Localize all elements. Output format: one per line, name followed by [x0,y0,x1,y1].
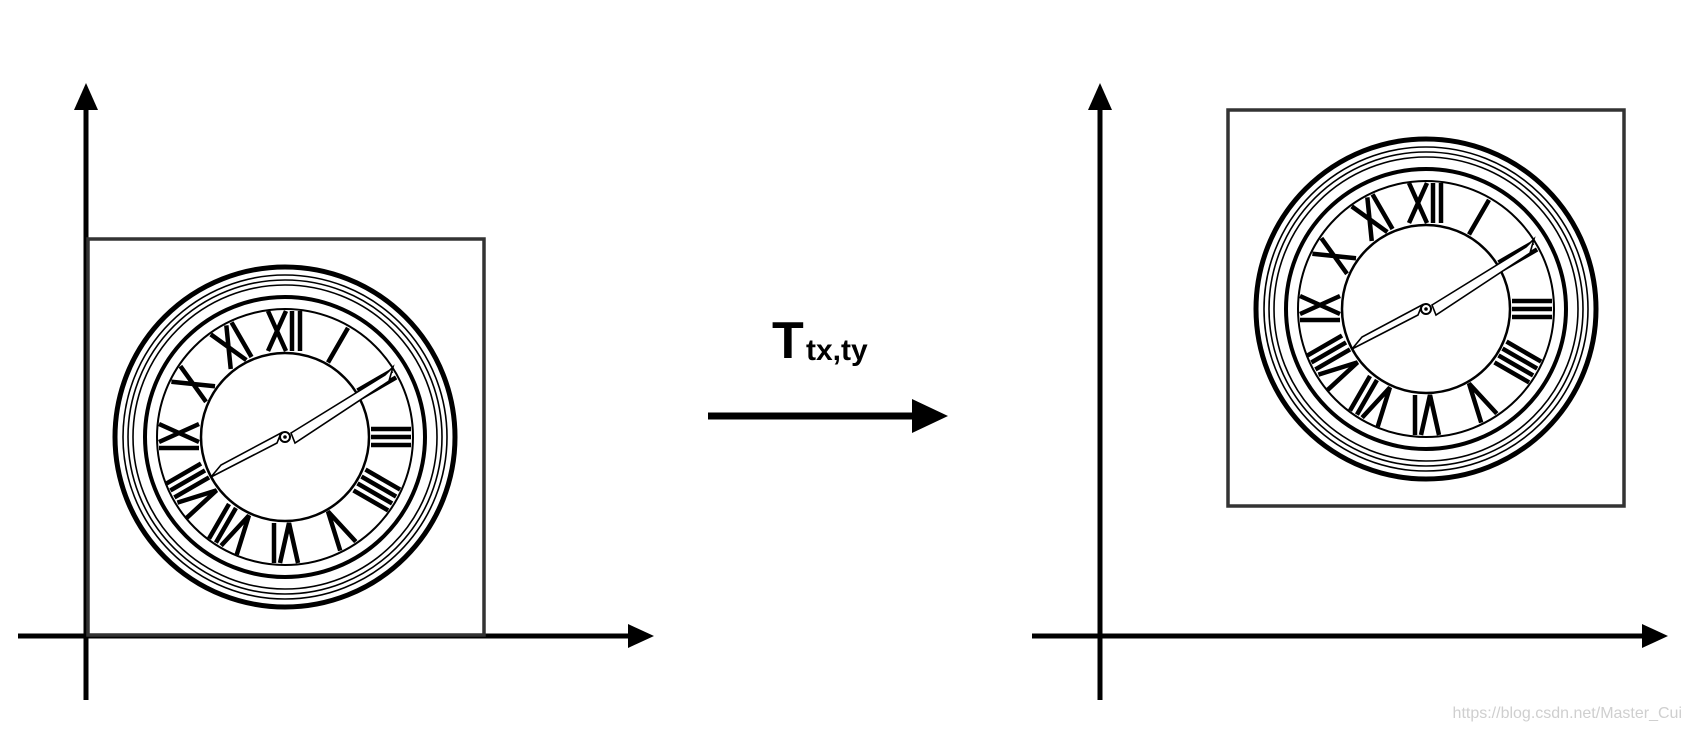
translate-arrow-icon [912,399,948,433]
left-clock-icon [115,267,455,607]
transform-subscript: tx,ty [806,334,868,367]
watermark-text: https://blog.csdn.net/Master_Cui [1453,705,1682,722]
left-x-arrow-icon [628,624,654,648]
right-axes [1032,83,1668,700]
transform-symbol: T [772,312,804,370]
transform-label: T tx,ty [772,312,868,370]
right-clock-icon [1256,139,1596,479]
left-y-arrow-icon [74,83,98,110]
right-frame [1226,108,1626,508]
left-frame [86,237,486,637]
right-x-arrow-icon [1642,624,1668,648]
right-y-arrow-icon [1088,83,1112,110]
left-axes [18,83,654,700]
